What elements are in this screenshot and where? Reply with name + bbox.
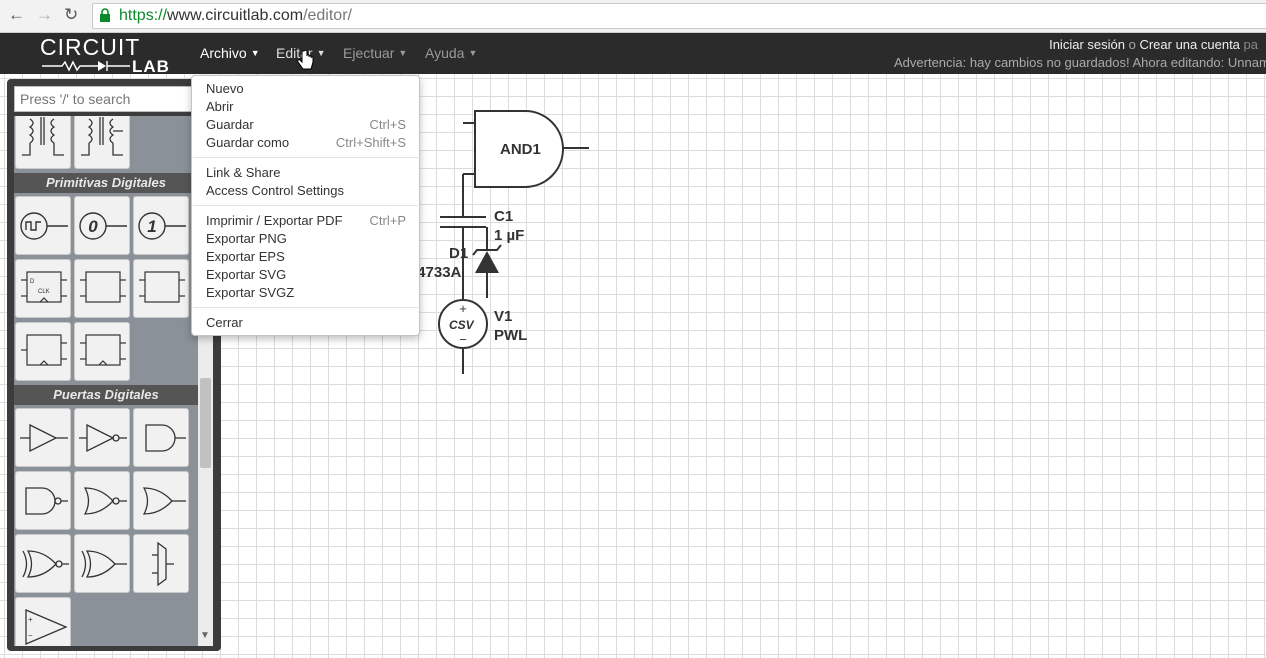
part-nand-gate[interactable]: [15, 471, 71, 530]
menu-divider: [193, 205, 418, 206]
panel-scrollbar-thumb[interactable]: [200, 378, 211, 468]
circuitlab-logo[interactable]: CIRCUIT LAB: [40, 34, 180, 76]
part-sr-latch[interactable]: [74, 259, 130, 318]
source-symbol-text: CSV: [449, 318, 474, 332]
svg-text:D: D: [30, 279, 35, 285]
part-t-flipflop[interactable]: [15, 322, 71, 381]
part-xor-gate[interactable]: [74, 534, 130, 593]
part-buffer[interactable]: [15, 408, 71, 467]
svg-text:+: +: [28, 615, 33, 624]
menu-item-link-share[interactable]: Link & Share: [206, 165, 281, 180]
shortcut-text: Ctrl+S: [369, 117, 406, 132]
signin-link[interactable]: Iniciar sesión: [1049, 37, 1125, 52]
menu-item-exportar-svgz[interactable]: Exportar SVGZ: [206, 285, 295, 300]
menu-archivo[interactable]: Archivo▼: [200, 45, 260, 61]
scroll-down-arrow-icon[interactable]: ▼: [200, 630, 210, 641]
component-search-input[interactable]: [14, 86, 194, 112]
menu-divider: [193, 307, 418, 308]
url-text: https://www.circuitlab.com/editor/: [119, 7, 352, 24]
menu-divider: [193, 157, 418, 158]
part-logic-zero[interactable]: 0: [74, 196, 130, 255]
part-and-gate[interactable]: [133, 408, 189, 467]
section-primitivas-digitales: Primitivas Digitales: [14, 173, 198, 193]
source-value: PWL: [494, 327, 528, 344]
app-navbar: CIRCUIT LAB Archivo▼ Editar▼ Ejectuar▼ A…: [0, 33, 1266, 76]
menu-item-exportar-eps[interactable]: Exportar EPS: [206, 249, 285, 264]
menu-ayuda[interactable]: Ayuda▼: [425, 45, 478, 61]
menu-item-exportar-svg[interactable]: Exportar SVG: [206, 267, 287, 282]
reload-icon[interactable]: ↻: [64, 5, 79, 24]
part-multiplexer[interactable]: [133, 534, 189, 593]
menu-item-cerrar[interactable]: Cerrar: [206, 315, 243, 330]
truncated-text: pa: [1243, 37, 1258, 52]
part-jk-flipflop[interactable]: [74, 322, 130, 381]
svg-text:−: −: [28, 631, 33, 640]
unsaved-warning: Advertencia: hay cambios no guardados! A…: [894, 55, 1266, 70]
logo-text-top: CIRCUIT: [40, 35, 140, 60]
part-transformer[interactable]: [15, 116, 71, 169]
and-gate-label: AND1: [500, 141, 541, 158]
source-name: V1: [494, 308, 513, 325]
part-comparator[interactable]: + −: [15, 597, 71, 646]
back-arrow-icon[interactable]: ←: [8, 5, 25, 24]
menu-ejectuar[interactable]: Ejectuar▼: [343, 45, 408, 61]
address-bar[interactable]: https://www.circuitlab.com/editor/: [92, 3, 1266, 29]
caret-down-icon: ▼: [250, 48, 260, 58]
shortcut-text: Ctrl+Shift+S: [335, 135, 406, 150]
svg-text:1: 1: [147, 217, 156, 236]
capacitor-value: 1 µF: [494, 227, 525, 244]
part-transformer-centertap[interactable]: [74, 116, 130, 169]
part-or-gate[interactable]: [74, 471, 130, 530]
lock-icon: [100, 8, 110, 22]
caret-down-icon: ▼: [316, 48, 326, 58]
section-puertas-digitales: Puertas Digitales: [14, 385, 198, 405]
or-text: o: [1128, 37, 1136, 52]
browser-toolbar: ← → ↻ https://www.circuitlab.com/editor/: [0, 0, 1266, 33]
svg-text:CLK: CLK: [38, 289, 50, 295]
part-sr-flipflop[interactable]: [133, 259, 189, 318]
hand-cursor-icon: [297, 50, 314, 70]
part-xnor-gate[interactable]: [15, 534, 71, 593]
caret-down-icon: ▼: [398, 48, 408, 58]
menu-item-exportar-png[interactable]: Exportar PNG: [206, 231, 287, 246]
shortcut-text: Ctrl+P: [369, 213, 406, 228]
part-not-gate[interactable]: [74, 408, 130, 467]
caret-down-icon: ▼: [468, 48, 478, 58]
forward-arrow-icon[interactable]: →: [36, 5, 53, 24]
account-links: Iniciar sesión o Crear una cuenta pa: [1049, 37, 1258, 52]
part-clock-source[interactable]: [15, 196, 71, 255]
menu-item-abrir[interactable]: Abrir: [206, 99, 234, 114]
menu-item-access-control[interactable]: Access Control Settings: [206, 183, 345, 198]
svg-text:0: 0: [88, 217, 98, 236]
logo-text-bottom: LAB: [132, 57, 170, 73]
capacitor-name: C1: [494, 208, 514, 225]
part-nor-gate[interactable]: [133, 471, 189, 530]
create-account-link[interactable]: Crear una cuenta: [1139, 37, 1240, 52]
part-logic-one[interactable]: 1: [133, 196, 189, 255]
menu-item-nuevo[interactable]: Nuevo: [206, 81, 244, 96]
diode-name: D1: [449, 245, 469, 262]
